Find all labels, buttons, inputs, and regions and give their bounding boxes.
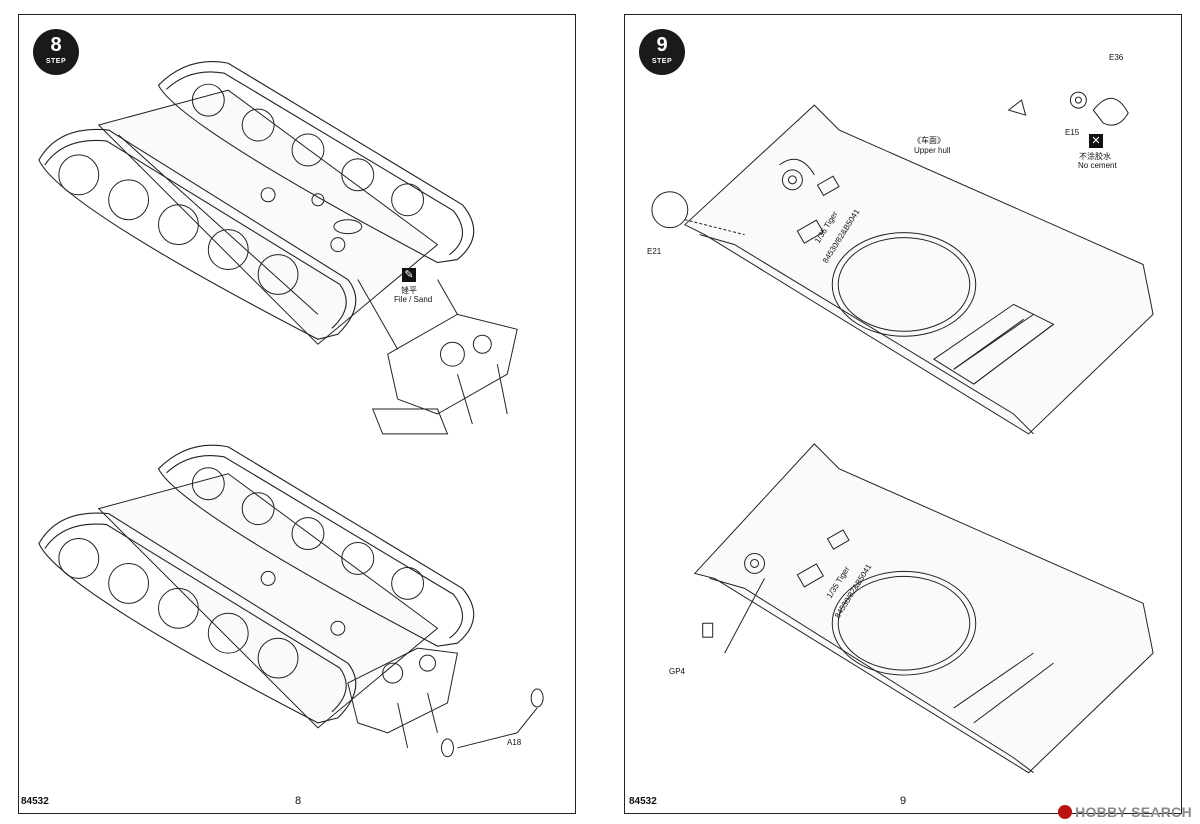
label-upper-hull-cn: 《车面》 — [913, 136, 945, 145]
doc-code: 84532 — [21, 796, 49, 807]
instruction-page-right: 9 STEP 《车面》 Upper hull E36 E15 ✕ 不涂胶水 No… — [624, 14, 1182, 814]
watermark: HOBBY SEARCH — [1058, 804, 1192, 820]
page-number: 9 — [900, 795, 907, 807]
file-icon: ✎ — [402, 268, 416, 282]
instruction-page-left: 8 STEP ✎ 锉平 File / Sand A18 84532 8 — [18, 14, 576, 814]
step-badge: 8 STEP — [33, 29, 79, 75]
tank-chassis-lower — [38, 444, 544, 758]
step-8-assembly-drawing — [38, 61, 544, 758]
tank-chassis-upper — [38, 61, 518, 435]
step-word: STEP — [651, 58, 673, 65]
upper-hull-top — [651, 91, 1154, 435]
step-number: 9 — [656, 34, 668, 56]
label-file-sand-en: File / Sand — [394, 295, 433, 304]
label-part-a18: A18 — [507, 738, 522, 747]
step-number: 8 — [50, 34, 62, 56]
upper-hull-bottom — [693, 443, 1154, 774]
label-part-gp4: GP4 — [669, 667, 686, 676]
label-no-cement-en: No cement — [1078, 161, 1117, 170]
label-part-e15: E15 — [1065, 128, 1080, 137]
page-number: 8 — [295, 795, 302, 807]
label-file-sand-cn: 锉平 — [401, 286, 417, 295]
label-part-e36: E36 — [1109, 53, 1124, 62]
doc-code: 84532 — [629, 796, 657, 807]
hobby-search-logo-icon — [1058, 805, 1073, 819]
label-part-e21: E21 — [647, 247, 662, 256]
step-9-assembly-drawing — [651, 91, 1154, 774]
watermark-text: HOBBY SEARCH — [1075, 804, 1192, 820]
no-cement-icon: ✕ — [1089, 134, 1103, 148]
step-badge: 9 STEP — [639, 29, 685, 75]
step-word: STEP — [45, 58, 67, 65]
label-upper-hull-en: Upper hull — [914, 146, 951, 155]
label-no-cement-cn: 不涂胶水 — [1079, 152, 1111, 161]
